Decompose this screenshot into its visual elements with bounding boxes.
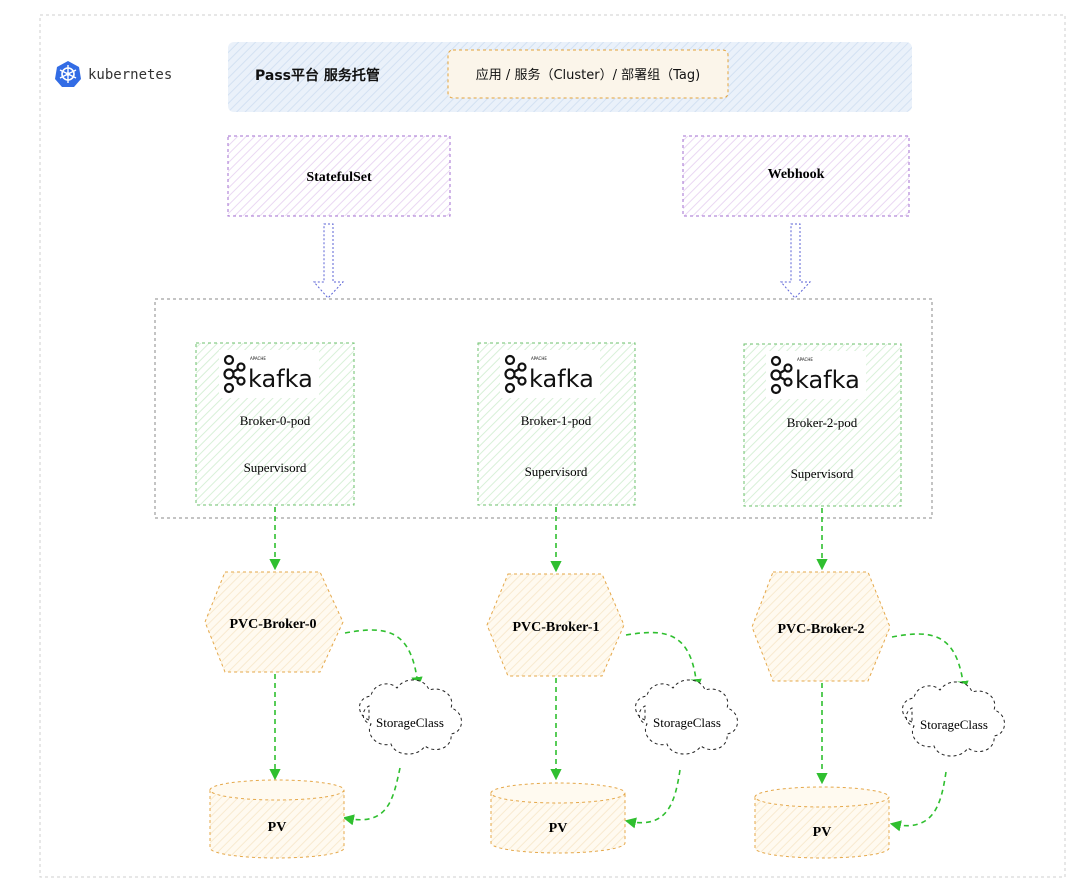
broker-2: APACHE kafka Broker-2-pod Supervisord PV… [743, 343, 1005, 859]
pvc-to-storageclass-arrow [625, 631, 702, 691]
kafka-icon [223, 354, 246, 394]
kafka-wordmark: kafka [795, 366, 860, 394]
storageclass-cloud [359, 679, 462, 755]
pvc-hexagon [204, 571, 344, 673]
pv-cylinder [754, 797, 890, 859]
storageclass-label: StorageClass [376, 715, 444, 730]
pvc-to-storageclass-arrow [344, 629, 423, 689]
broker-process-name: Supervisord [525, 464, 588, 479]
platform-tag: 应用 / 服务（Cluster）/ 部署组（Tag) [476, 67, 700, 83]
kafka-icon [504, 354, 527, 394]
storageclass-to-pv-arrow [889, 771, 947, 832]
broker-pod-name: Broker-2-pod [787, 415, 858, 430]
broker-process-name: Supervisord [791, 466, 854, 481]
webhook-box [682, 135, 910, 217]
storageclass-cloud [635, 679, 738, 755]
pv-label: PV [813, 825, 832, 840]
webhook-label: Webhook [768, 167, 825, 182]
storageclass-to-pv-arrow [624, 769, 681, 829]
kubernetes-label: kubernetes [88, 67, 172, 83]
pvc-label: PVC-Broker-1 [512, 620, 599, 635]
pvc-label: PVC-Broker-2 [777, 622, 864, 637]
pv-cylinder [209, 790, 345, 859]
kafka-logo: APACHE kafka [766, 351, 866, 399]
storageclass-label: StorageClass [653, 715, 721, 730]
pv-label: PV [549, 821, 568, 836]
broker-0: APACHE kafka Broker-0-pod Supervisord PV… [195, 342, 462, 859]
pvc-hexagon [751, 571, 891, 682]
kafka-wordmark: kafka [248, 365, 313, 393]
apache-label: APACHE [531, 356, 547, 361]
storageclass-to-pv-arrow [342, 767, 401, 826]
broker-pod-name: Broker-1-pod [521, 413, 592, 428]
pv-cylinder [490, 793, 626, 854]
broker-1: APACHE kafka Broker-1-pod Supervisord PV… [477, 342, 738, 854]
outer-frame [39, 14, 1066, 878]
statefulset-label: StatefulSet [306, 170, 372, 185]
statefulset-arrow [312, 223, 345, 299]
apache-label: APACHE [797, 357, 813, 362]
kafka-icon [770, 355, 793, 395]
kafka-logo: APACHE kafka [500, 350, 600, 398]
kafka-logo: APACHE kafka [219, 350, 319, 398]
platform-title: Pass平台 服务托管 [255, 67, 380, 84]
platform-tag-box [447, 49, 729, 99]
pv-label: PV [268, 820, 287, 835]
storageclass-cloud [902, 681, 1005, 757]
pvc-to-storageclass-arrow [891, 633, 969, 693]
pvc-hexagon [486, 573, 625, 677]
kafka-wordmark: kafka [529, 365, 594, 393]
broker-pod-name: Broker-0-pod [240, 413, 311, 428]
storageclass-label: StorageClass [920, 717, 988, 732]
webhook-arrow [779, 223, 812, 299]
pvc-label: PVC-Broker-0 [229, 617, 316, 632]
kubernetes-logo: kubernetes [55, 61, 172, 87]
broker-process-name: Supervisord [244, 460, 307, 475]
statefulset-box [227, 135, 451, 217]
kubernetes-helm-icon [55, 61, 81, 87]
apache-label: APACHE [250, 356, 266, 361]
